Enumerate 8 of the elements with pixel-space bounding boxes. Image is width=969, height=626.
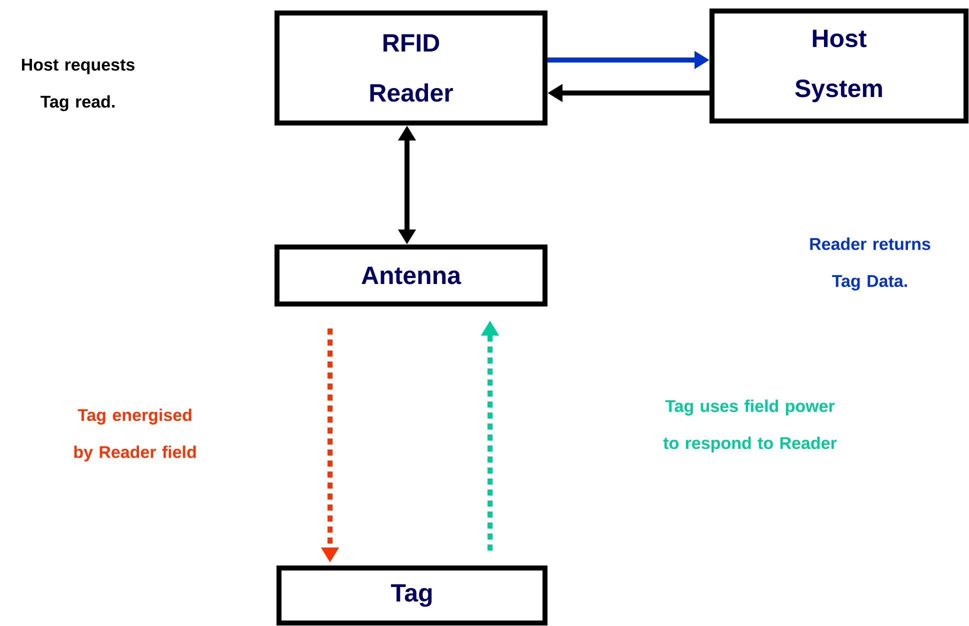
process-box: Antenna (274, 244, 548, 306)
note-text: Tag uses field power to respond to Reader (663, 400, 837, 452)
process-box: Tag (276, 566, 548, 626)
note-text: Tag energised by Reader field (74, 408, 196, 462)
process-box: Host System (710, 8, 968, 124)
note-text: Host requests Tag read. (22, 58, 134, 112)
process-box: RFID Reader (274, 10, 548, 126)
note-text: Reader returns Tag Data. (810, 238, 930, 290)
